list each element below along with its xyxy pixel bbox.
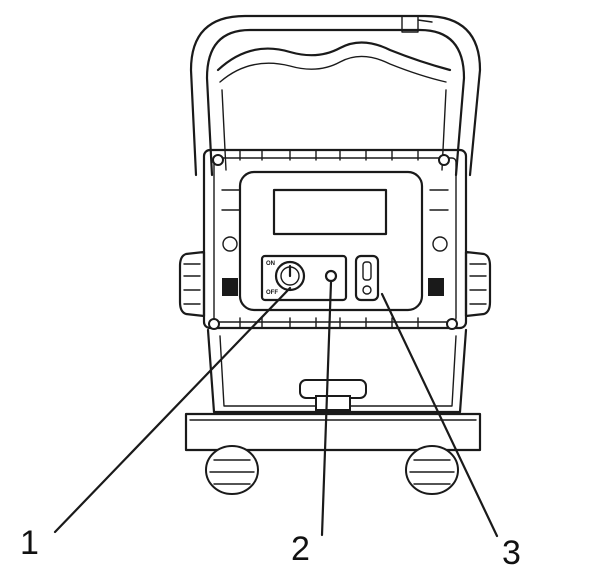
- lamp-body: [202, 148, 468, 330]
- stand: [184, 328, 482, 452]
- indicator-light: [324, 269, 338, 283]
- callout-3: 3: [502, 534, 521, 572]
- callout-2: 2: [291, 530, 310, 568]
- right-tilt-knob: [428, 250, 492, 318]
- on-label: ON: [266, 261, 275, 267]
- off-label: OFF: [266, 290, 278, 296]
- left-foot: [205, 445, 259, 495]
- power-switch[interactable]: [274, 260, 306, 292]
- leader-lines: [53, 280, 499, 538]
- control-panel: ON OFF: [260, 254, 348, 302]
- callout-1: 1: [20, 524, 39, 562]
- usb-port[interactable]: [354, 254, 380, 302]
- right-foot: [405, 445, 459, 495]
- carry-handle: [189, 14, 482, 177]
- left-tilt-knob: [178, 250, 238, 318]
